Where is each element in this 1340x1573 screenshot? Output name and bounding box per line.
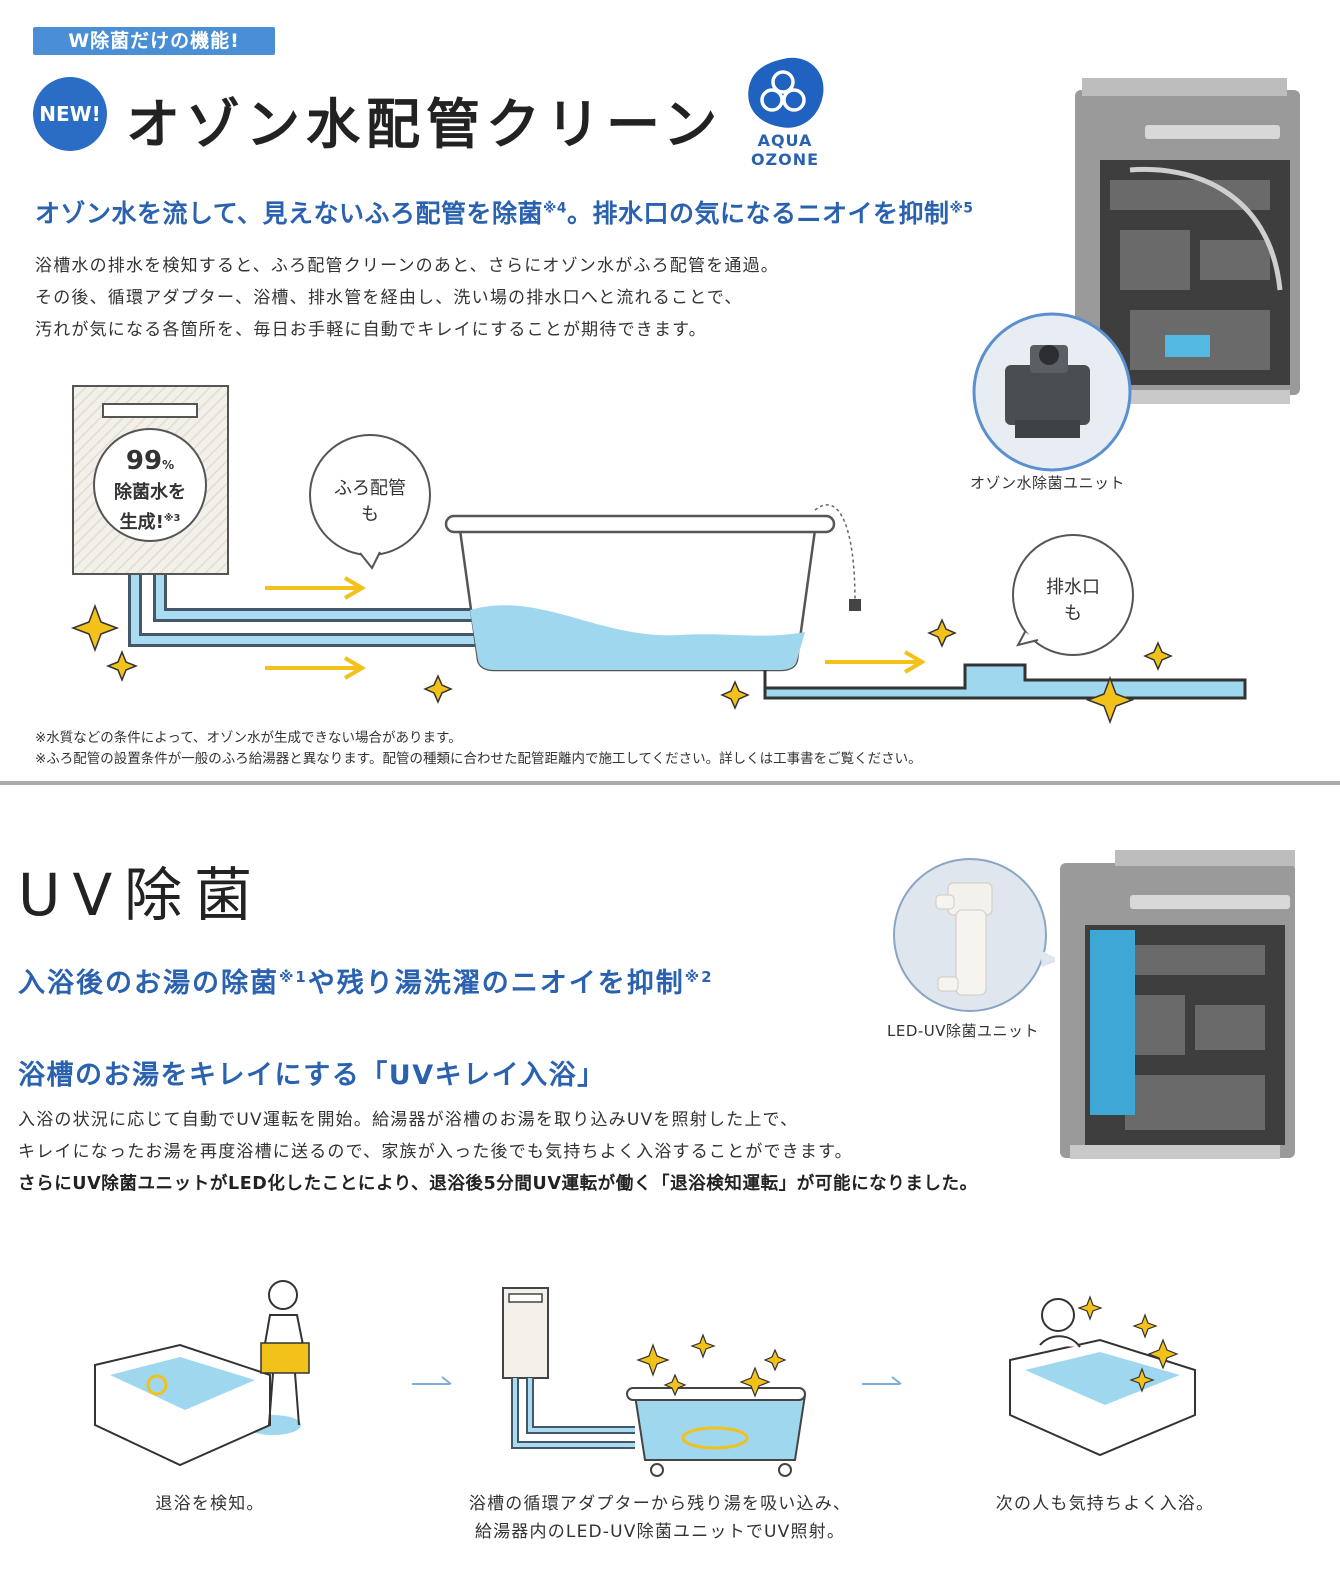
water-heater-interior-image [1075, 78, 1300, 404]
uv-subheading: 浴槽のお湯をキレイにする「UVキレイ入浴」 [18, 1060, 606, 1091]
ozone-flow-diagram [70, 385, 1247, 725]
uv-lead: 入浴後のお湯の除菌※1や残り湯洗濯のニオイを抑制※2 [18, 968, 714, 999]
led-uv-unit-label: LED-UV除菌ユニット [887, 1022, 1040, 1040]
led-uv-unit-zoom-image [893, 858, 1055, 1012]
feature-badge: W除菌だけの機能! [33, 27, 275, 55]
ozone-unit-label: オゾン水除菌ユニット [970, 474, 1126, 492]
ozone-title: オゾン水配管クリーン [126, 93, 724, 156]
new-badge: NEW! [33, 77, 107, 151]
ozone-lead: オゾン水を流して、見えないふろ配管を除菌※4。排水口の気になるニオイを抑制※5 [35, 199, 974, 228]
ozone-description: 浴槽水の排水を検知すると、ふろ配管クリーンのあと、さらにオゾン水がふろ配管を通過… [35, 256, 779, 340]
bubble-bath-pipe: ふろ配管 も [334, 478, 406, 525]
step3-person-bathing-illustration [1009, 1295, 1196, 1457]
aqua-ozone-logo-icon [748, 57, 824, 128]
aqua-ozone-logo-text: AQUA OZONE [750, 131, 820, 169]
arrow-right-icon [412, 1376, 452, 1385]
uv-title: UV除菌 [18, 861, 265, 929]
step2-caption: 浴槽の循環アダプターから残り湯を吸い込み、 給湯器内のLED-UV除菌ユニットで… [468, 1494, 852, 1542]
bubble-drain: 排水口 も [1046, 577, 1100, 624]
arrow-right-icon [862, 1376, 902, 1385]
step3-caption: 次の人も気持ちよく入浴。 [995, 1494, 1215, 1514]
step1-caption: 退浴を検知。 [155, 1494, 265, 1514]
uv-description: 入浴の状況に応じて自動でUV運転を開始。給湯器が浴槽のお湯を取り込みUVを照射し… [18, 1110, 978, 1194]
ozone-unit-zoom-image [972, 312, 1132, 472]
water-heater-uv-image [1060, 850, 1295, 1159]
step1-person-leaving-bath-illustration [94, 1280, 310, 1467]
ozone-notes: ※水質などの条件によって、オゾン水が生成できない場合があります。 ※ふろ配管の設… [35, 730, 922, 767]
section-divider [0, 781, 1340, 785]
heater-sterilized-water-text: 99% 除菌水を 生成!※3 [114, 446, 186, 533]
step2-uv-circulation-illustration [502, 1287, 807, 1477]
